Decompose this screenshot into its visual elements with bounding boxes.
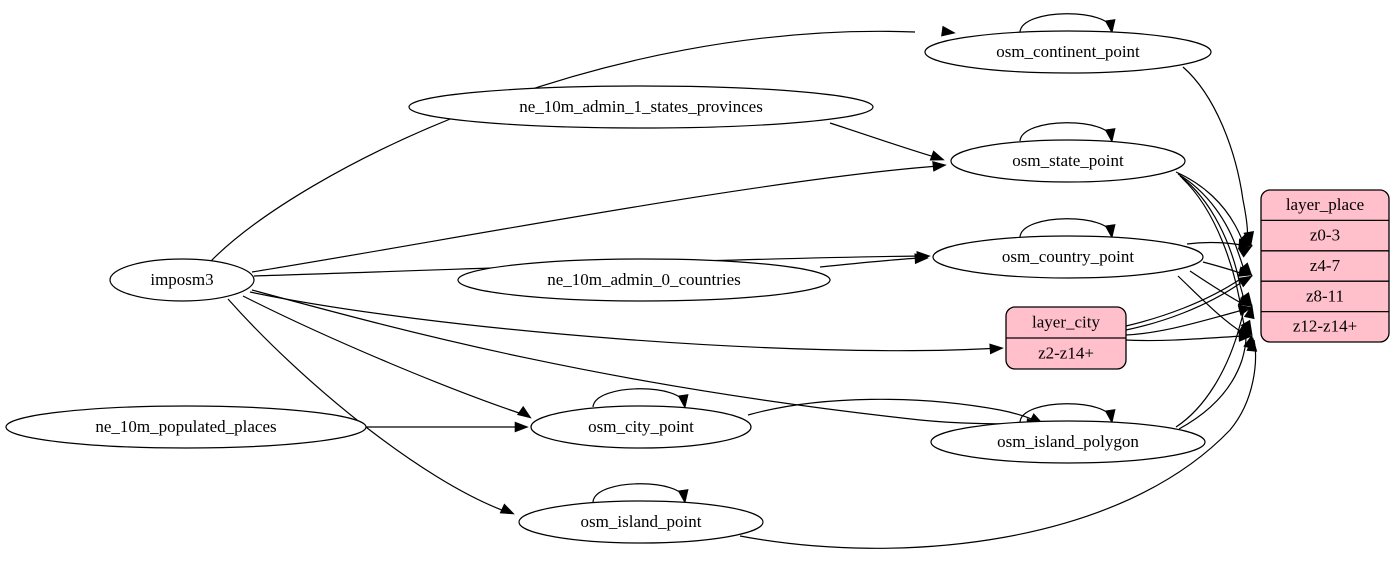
arrowhead-icon (516, 405, 532, 419)
arrowhead-icon (1237, 305, 1253, 316)
edge-osm_country_point-to-layer_place_z0 (1186, 241, 1243, 246)
arrowhead-icon (1104, 128, 1116, 143)
record-cell-layer_place_z8[interactable]: z8-11 (1306, 286, 1344, 305)
self-loop-osm_city_point (592, 388, 686, 408)
arrowhead-icon (1237, 245, 1253, 258)
node-shape-osm_country_point (932, 235, 1204, 279)
arrowhead-icon (1237, 275, 1253, 288)
node-label-ne_populated: ne_10m_populated_places (95, 417, 276, 436)
node-shape-ne_populated (5, 405, 367, 449)
edge-imposm3-to-osm_continent_point (209, 30, 916, 263)
edge-osm_island_polygon-to-layer_place_z8 (1175, 305, 1246, 428)
node-osm_island_polygon[interactable]: osm_island_polygon (930, 420, 1206, 464)
node-label-ne_states: ne_10m_admin_1_states_provinces (519, 97, 763, 116)
edge-osm_country_point-to-layer_place_z12 (1177, 275, 1244, 334)
self-loop-osm_continent_point (1019, 13, 1113, 33)
arrowhead-icon (929, 150, 945, 161)
edge-imposm3-to-layer_city (249, 291, 1001, 352)
record-cell-layer_place_z0[interactable]: z0-3 (1310, 226, 1340, 245)
node-shape-ne_states (408, 85, 874, 129)
record-cell-layer_city_title[interactable]: layer_city (1032, 312, 1100, 331)
record-node-layer_place[interactable]: layer_place z0-3 z4-7 z8-11 z12-z14+ (1260, 189, 1390, 343)
record-cell-layer_city_z2[interactable]: z2-z14+ (1038, 343, 1094, 362)
node-label-ne_countries: ne_10m_admin_0_countries (547, 270, 741, 289)
edge-layer_city-to-layer_place_z8 (1125, 309, 1244, 336)
node-osm_island_point[interactable]: osm_island_point (518, 500, 764, 544)
edge-imposm3-to-osm_island_polygon (251, 289, 1036, 425)
arrowhead-icon (1243, 304, 1255, 320)
node-label-osm_island_point: osm_island_point (581, 512, 702, 531)
arrowhead-icon (1238, 331, 1253, 342)
arrowhead-icon (499, 503, 515, 515)
edge-osm_country_point-to-layer_place_z4 (1202, 261, 1244, 275)
arrowhead-icon (932, 160, 947, 172)
node-shape-imposm3 (109, 258, 255, 302)
node-label-osm_continent_point: osm_continent_point (996, 42, 1140, 61)
nodes-layer: imposm3 ne_10m_admin_1_states_provincesne… (5, 30, 1212, 544)
edge-imposm3-to-osm_island_point (227, 298, 508, 513)
node-label-osm_country_point: osm_country_point (1002, 247, 1134, 266)
arrowhead-icon (1237, 266, 1253, 277)
record-nodes-layer: layer_city z2-z14+ layer_place z0-3 z4-7 z8-1… (1005, 189, 1390, 370)
node-ne_states[interactable]: ne_10m_admin_1_states_provinces (408, 85, 874, 129)
arrowhead-icon (1104, 19, 1116, 34)
arrowheads-layer (499, 19, 1258, 515)
arrowhead-icon (677, 394, 689, 409)
arrowhead-icon (941, 25, 956, 37)
edge-layer_city-to-layer_place_z12 (1125, 335, 1244, 342)
node-shape-osm_state_point (950, 139, 1186, 183)
edge-layer_city-to-layer_place_z4 (1125, 281, 1243, 331)
arrowhead-icon (677, 489, 689, 504)
arrowhead-icon (1246, 337, 1258, 352)
arrowhead-icon (514, 421, 529, 433)
arrowhead-icon (1238, 238, 1253, 250)
arrowhead-icon (1237, 295, 1253, 307)
arrowhead-icon (914, 253, 929, 265)
arrowhead-icon (989, 343, 1004, 355)
node-label-imposm3: imposm3 (150, 270, 213, 289)
node-osm_country_point[interactable]: osm_country_point (932, 235, 1204, 279)
node-shape-osm_city_point (530, 405, 752, 449)
node-label-osm_state_point: osm_state_point (1012, 151, 1124, 170)
record-cell-layer_place_z4[interactable]: z4-7 (1310, 256, 1341, 275)
record-box-layer_place (1260, 189, 1390, 343)
edge-imposm3-to-osm_city_point (242, 295, 526, 416)
record-cell-layer_place_title[interactable]: layer_place (1286, 195, 1364, 214)
node-label-osm_city_point: osm_city_point (588, 417, 694, 436)
node-ne_populated[interactable]: ne_10m_populated_places (5, 405, 367, 449)
edge-osm_island_polygon-to-layer_place_z12 (1178, 336, 1247, 430)
node-shape-osm_island_polygon (930, 420, 1206, 464)
self-loop-osm_country_point (1019, 218, 1113, 238)
edge-layer_city-to-layer_place_z0 (1125, 277, 1243, 327)
record-node-layer_city[interactable]: layer_city z2-z14+ (1005, 306, 1127, 370)
self-loop-osm_state_point (1019, 122, 1113, 142)
edge-ne_countries-to-osm_country_point (819, 257, 923, 268)
node-osm_state_point[interactable]: osm_state_point (950, 139, 1186, 183)
edge-osm_continent_point-to-layer_place_z0 (1182, 66, 1249, 244)
node-ne_countries[interactable]: ne_10m_admin_0_countries (457, 258, 831, 302)
edge-osm_city_point-to-osm_island_polygon (747, 398, 1039, 423)
node-shape-osm_island_point (518, 500, 764, 544)
record-cell-layer_place_z12[interactable]: z12-z14+ (1293, 317, 1357, 336)
self-loop-osm_island_point (592, 483, 686, 503)
node-imposm3[interactable]: imposm3 (109, 258, 255, 302)
edge-ne_states-to-osm_state_point (829, 122, 939, 159)
node-shape-osm_continent_point (924, 30, 1212, 74)
node-shape-ne_countries (457, 258, 831, 302)
edge-imposm3-to-osm_state_point (251, 165, 939, 273)
arrowhead-icon (1104, 409, 1116, 424)
node-osm_continent_point[interactable]: osm_continent_point (924, 30, 1212, 74)
edge-osm_island_point-to-layer_place_z12 (739, 339, 1257, 549)
node-label-osm_island_polygon: osm_island_polygon (997, 432, 1139, 451)
node-osm_city_point[interactable]: osm_city_point (530, 405, 752, 449)
edge-osm_country_point-to-layer_place_z8 (1189, 270, 1244, 305)
arrowhead-icon (1104, 224, 1116, 239)
